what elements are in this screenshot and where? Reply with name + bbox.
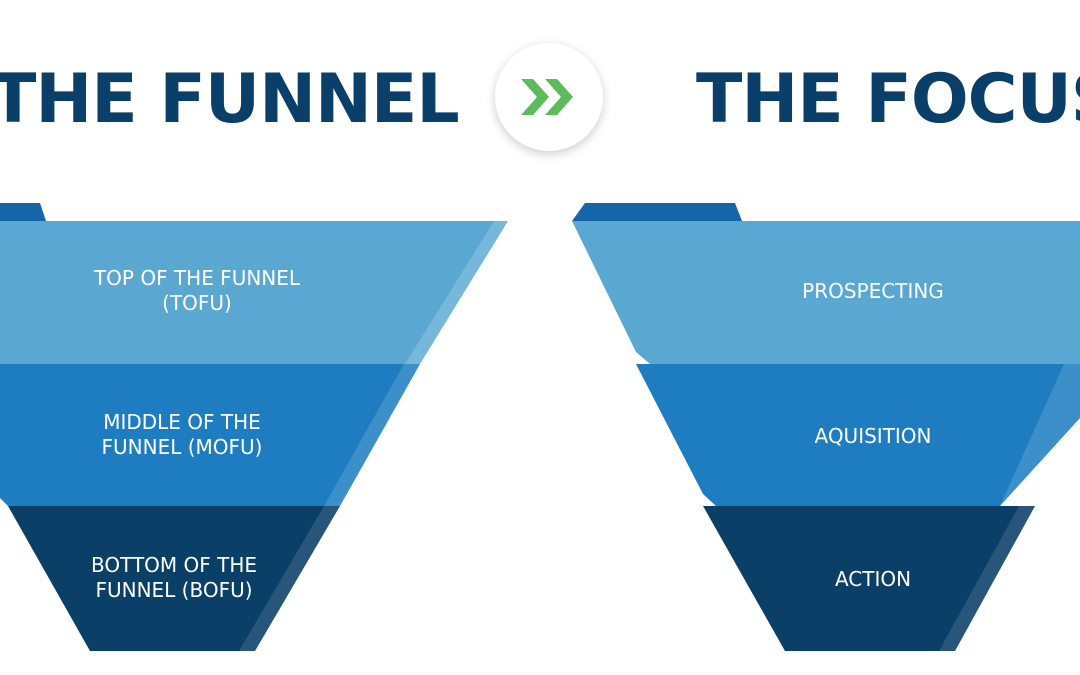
funnel-right-tier-middle: [636, 364, 1080, 506]
funnel-left-tier-label-middle: MIDDLE OF THE FUNNEL (MOFU): [101, 410, 263, 459]
funnel-right-tier-bottom: [703, 506, 1035, 651]
funnel-left-tier-label-top: TOP OF THE FUNNEL (TOFU): [93, 266, 301, 315]
funnel-heading: THE FUNNEL: [0, 60, 460, 139]
double-chevron-right-icon: [521, 79, 573, 115]
funnel-right-tier-bottom-shade: [939, 506, 1035, 651]
funnel-left-tier-middle: [0, 364, 420, 506]
funnel-right-tier-top: [572, 221, 1080, 364]
funnel-left-tier-bottom-shade: [239, 506, 340, 651]
funnel-left-tier-bottom: [8, 506, 340, 651]
funnel-left-tier-middle-shade: [324, 364, 420, 506]
funnel-left-tier-top-shade: [405, 221, 508, 364]
funnel-left-back-tab: [0, 203, 46, 221]
focus-heading: THE FOCUS: [696, 60, 1080, 139]
funnel-left-tier-top: [0, 221, 508, 364]
arrow-badge: [495, 43, 603, 151]
funnel-right-back-tab: [572, 203, 742, 221]
funnel-right-tier-middle-shade: [1000, 364, 1080, 506]
funnel-right-tier-label-top: PROSPECTING: [802, 279, 944, 303]
funnel-right-tier-label-bottom: ACTION: [834, 567, 912, 591]
funnel-right-tier-label-middle: AQUISITION: [814, 424, 932, 448]
funnel-left-tier-label-bottom: BOTTOM OF THE FUNNEL (BOFU): [90, 553, 258, 602]
